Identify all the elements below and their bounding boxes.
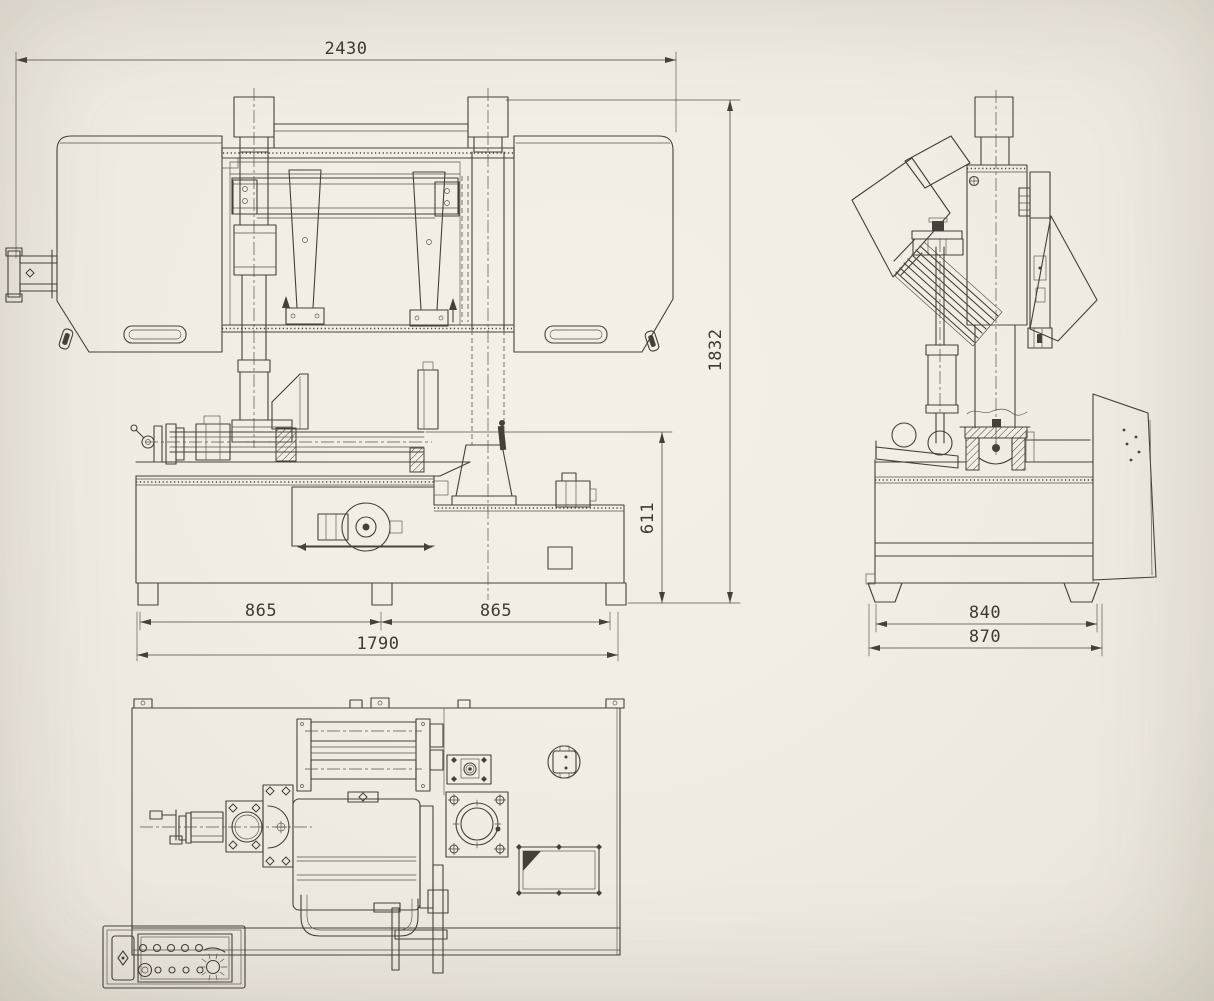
feed-guide-arm	[1018, 171, 1053, 349]
blade-guide-arms	[271, 361, 439, 430]
plan-view	[102, 697, 625, 989]
saw-frame	[221, 161, 515, 333]
housing-latch-icon	[57, 327, 75, 351]
mounting-tabs	[133, 697, 625, 709]
side-column	[966, 90, 1028, 455]
guard-loop	[300, 894, 419, 937]
material-stop-rails	[373, 864, 449, 974]
speed-dial-icon	[198, 947, 228, 981]
dimension-overall-height: 1832	[505, 99, 741, 604]
motor-flange	[225, 800, 264, 853]
overall-height-label: 1832	[706, 329, 726, 372]
foot-span-right-label: 865	[480, 601, 512, 621]
tilted-saw-head	[851, 135, 1098, 349]
dimension-overall-width: 2430	[15, 39, 677, 259]
side-feet	[867, 582, 1100, 603]
roller-conveyor	[296, 718, 444, 792]
saw-unit-plan	[140, 784, 449, 974]
machine-base	[135, 472, 627, 606]
side-foot-span-label: 840	[969, 603, 1001, 623]
chip-guard-plate	[1029, 215, 1098, 342]
side-base-width-label: 870	[969, 627, 1001, 647]
saw-beam-ribs	[894, 241, 1003, 347]
control-panel	[102, 925, 246, 989]
left-wheel-housing	[56, 135, 223, 353]
access-cover-plate	[516, 844, 602, 896]
foot-span-left-label: 865	[245, 601, 277, 621]
right-wheel-housing	[513, 135, 674, 353]
side-view: 840 870	[851, 90, 1157, 657]
overall-width-label: 2430	[325, 39, 368, 59]
dimension-foot-spans: 865 865 1790	[136, 601, 619, 662]
hydraulic-cylinder	[925, 239, 959, 444]
side-dimensions: 840 870	[868, 603, 1103, 657]
hydraulic-pump-unit	[555, 472, 597, 508]
control-buttons-top-row	[138, 943, 204, 953]
base-length-label: 1790	[357, 634, 400, 654]
dimension-table-height: 611	[425, 431, 673, 604]
front-view: 2430 1832 611 865 865 1790	[5, 39, 741, 662]
roller-table	[875, 422, 959, 469]
vice-assembly	[130, 361, 471, 477]
drive-motor	[297, 502, 433, 552]
large-bearing-flange	[445, 791, 509, 858]
gearbox-housing	[292, 791, 434, 911]
control-buttons-bottom-row	[137, 962, 204, 978]
plan-outline	[131, 697, 625, 956]
bearing-plate	[262, 784, 294, 868]
bar-stock-support	[5, 247, 58, 303]
hose-port	[547, 745, 581, 779]
front-dimensions: 2430 1832 611 865 865 1790	[15, 39, 741, 662]
brand-emblem-icon	[117, 950, 129, 966]
base-feet	[137, 582, 627, 606]
vice-handwheel	[130, 424, 155, 449]
vice-cross-section	[959, 408, 1091, 471]
clamp-lever	[497, 420, 507, 451]
table-height-label: 611	[638, 502, 658, 534]
top-beam-and-columns	[221, 88, 515, 600]
side-base	[865, 393, 1157, 603]
small-bearing-flange	[446, 754, 492, 785]
housing-latch-icon	[643, 329, 661, 353]
electrical-panel-door	[1092, 393, 1157, 581]
